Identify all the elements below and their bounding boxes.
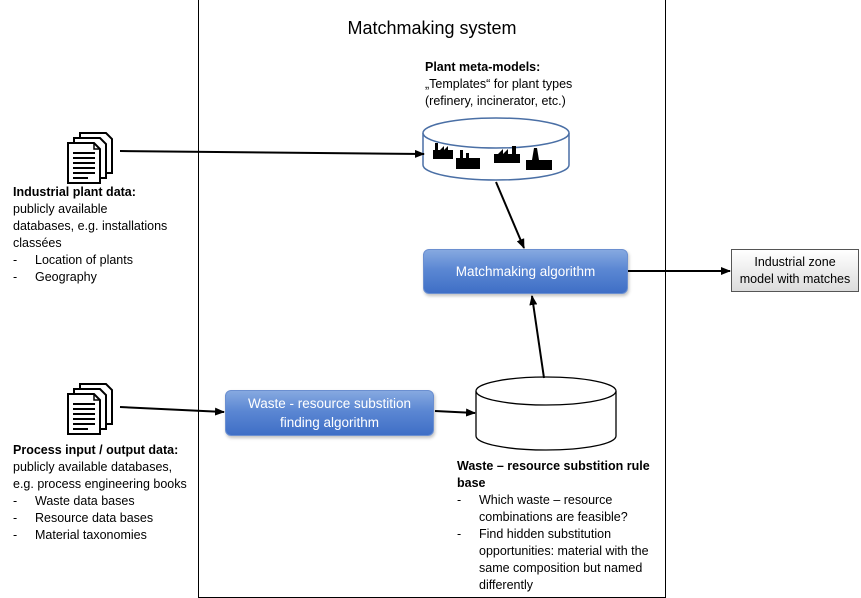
process-data-heading: Process input / output data: [13, 443, 179, 457]
process-data-description: Process input / output data: publicly av… [13, 442, 208, 544]
meta-models-description: Plant meta-models: „Templates“ for plant… [425, 59, 572, 110]
rule-base-bullet: Which waste – resource combinations are … [457, 492, 677, 526]
substitution-algorithm-label: Waste - resource substition [247, 396, 412, 411]
process-data-bullet: Material taxonomies [13, 527, 208, 544]
factory-icon [433, 143, 552, 170]
rule-base-bullet: Find hidden substitution opportunities: … [457, 526, 677, 594]
substitution-algorithm-label: finding algorithm [279, 415, 380, 430]
arrow-plant-data-to-meta-models [119, 149, 425, 158]
plant-data-line: classées [13, 236, 62, 250]
rule-base-database-icon [475, 376, 617, 451]
rule-base-bullet-line: differently [479, 578, 533, 592]
matchmaking-algorithm-label: Matchmaking algorithm [455, 264, 596, 279]
rule-base-heading: Waste – resource substition rule [457, 459, 650, 473]
rule-base-heading: base [457, 476, 486, 490]
matchmaking-algorithm-box: Matchmaking algorithm [423, 249, 628, 294]
rule-base-description: Waste – resource substition rule base Wh… [457, 458, 677, 594]
output-label: Industrial zone [754, 254, 836, 269]
industrial-zone-output-box: Industrial zone model with matches [731, 249, 859, 292]
plant-data-bullet: Geography [13, 269, 203, 286]
process-data-line: e.g. process engineering books [13, 477, 187, 491]
arrow-substitution-to-rule-base [434, 408, 476, 417]
plant-data-line: databases, e.g. installations [13, 219, 168, 233]
arrow-rule-base-to-matchmaking [529, 295, 545, 379]
document-stack-icon [67, 132, 113, 184]
rule-base-bullet-line: same composition but named [479, 561, 643, 575]
system-title: Matchmaking system [347, 18, 517, 38]
plant-data-heading: Industrial plant data: [13, 185, 136, 199]
meta-models-line: (refinery, incinerator, etc.) [425, 94, 566, 108]
plant-data-bullet: Location of plants [13, 252, 203, 269]
arrow-process-data-to-substitution [119, 406, 225, 416]
process-data-line: publicly available databases, [13, 460, 173, 474]
rule-base-bullet-line: combinations are feasible? [479, 510, 628, 524]
meta-models-heading: Plant meta-models: [425, 60, 541, 74]
meta-models-line: „Templates“ for plant types [425, 77, 573, 91]
arrow-meta-models-to-matchmaking [495, 181, 525, 249]
plant-data-description: Industrial plant data: publicly availabl… [13, 184, 203, 286]
substitution-algorithm-box: Waste - resource substition finding algo… [225, 390, 434, 436]
output-label: model with matches [739, 271, 851, 286]
rule-base-bullet-line: Which waste – resource [479, 493, 613, 507]
rule-base-bullet-line: opportunities: material with the [479, 544, 649, 558]
plant-data-line: publicly available [13, 202, 108, 216]
document-stack-icon [67, 383, 113, 435]
process-data-bullet: Resource data bases [13, 510, 208, 527]
meta-model-database-icon [422, 117, 570, 181]
rule-base-bullet-line: Find hidden substitution [479, 527, 612, 541]
process-data-bullet: Waste data bases [13, 493, 208, 510]
